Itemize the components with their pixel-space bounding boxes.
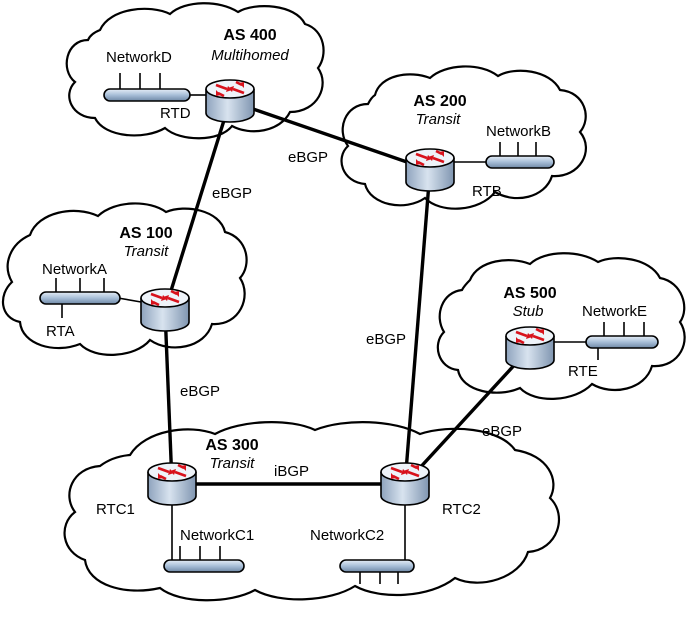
network-bus-netc1 (163, 546, 245, 573)
router-label-rtd: RTD (160, 105, 191, 122)
router-icon (146, 461, 198, 507)
network-label-nete: NetworkE (582, 303, 647, 320)
link-label-rtc1-rtc2: iBGP (274, 463, 309, 480)
as-role-100: Transit (124, 243, 170, 260)
network-bus-netc2 (339, 559, 415, 584)
router-icon (504, 325, 556, 371)
router-rta (139, 287, 191, 333)
router-label-rtc2: RTC2 (442, 501, 481, 518)
network-label-neta: NetworkA (42, 261, 107, 278)
router-icon (404, 147, 456, 193)
link-label-rtb-rtc2: eBGP (366, 331, 406, 348)
router-label-rtb: RTB (472, 183, 502, 200)
network-label-netd: NetworkD (106, 49, 172, 66)
router-rtb (404, 147, 456, 193)
as-title-500: AS 500 (503, 285, 556, 302)
link-rtb-rtc2 (403, 169, 432, 485)
router-icon (139, 287, 191, 333)
conn-neta (117, 297, 142, 303)
router-icon (379, 461, 431, 507)
as-title-100: AS 100 (119, 225, 172, 242)
link-label-rta-rtc1: eBGP (180, 383, 220, 400)
network-bus-neta (39, 278, 121, 318)
as-title-200: AS 200 (413, 93, 466, 110)
link-label-rtd-rtb: eBGP (288, 149, 328, 166)
network-bus-netd (103, 73, 191, 102)
cloud-as200 (340, 65, 587, 210)
link-rta-rtc1 (163, 309, 174, 485)
link-rte-rtc2 (403, 346, 532, 486)
cloud-as300 (63, 421, 560, 602)
as-role-200: Transit (416, 111, 462, 128)
router-rtd (204, 78, 256, 124)
router-icon (204, 78, 256, 124)
as-role-400: Multihomed (211, 47, 289, 64)
as-title-400: AS 400 (223, 27, 276, 44)
router-label-rtc1: RTC1 (96, 501, 135, 518)
network-label-netb: NetworkB (486, 123, 551, 140)
link-label-rte-rtc2: eBGP (482, 423, 522, 440)
cloud-as500 (436, 252, 686, 400)
network-label-netc1: NetworkC1 (180, 527, 254, 544)
network-bus-netb (485, 142, 555, 169)
router-rte (504, 325, 556, 371)
network-bus-nete (585, 322, 659, 360)
router-rtc1 (146, 461, 198, 507)
cloud-as400 (65, 2, 325, 140)
network-label-netc2: NetworkC2 (310, 527, 384, 544)
router-label-rte: RTE (568, 363, 598, 380)
link-label-rtd-rta: eBGP (212, 185, 252, 202)
link-rtd-rtb (229, 99, 431, 172)
link-rtd-rta (163, 100, 232, 311)
as-role-300: Transit (210, 455, 256, 472)
router-label-rta: RTA (46, 323, 75, 340)
router-rtc2 (379, 461, 431, 507)
as-role-500: Stub (513, 303, 544, 320)
as-title-300: AS 300 (205, 437, 258, 454)
